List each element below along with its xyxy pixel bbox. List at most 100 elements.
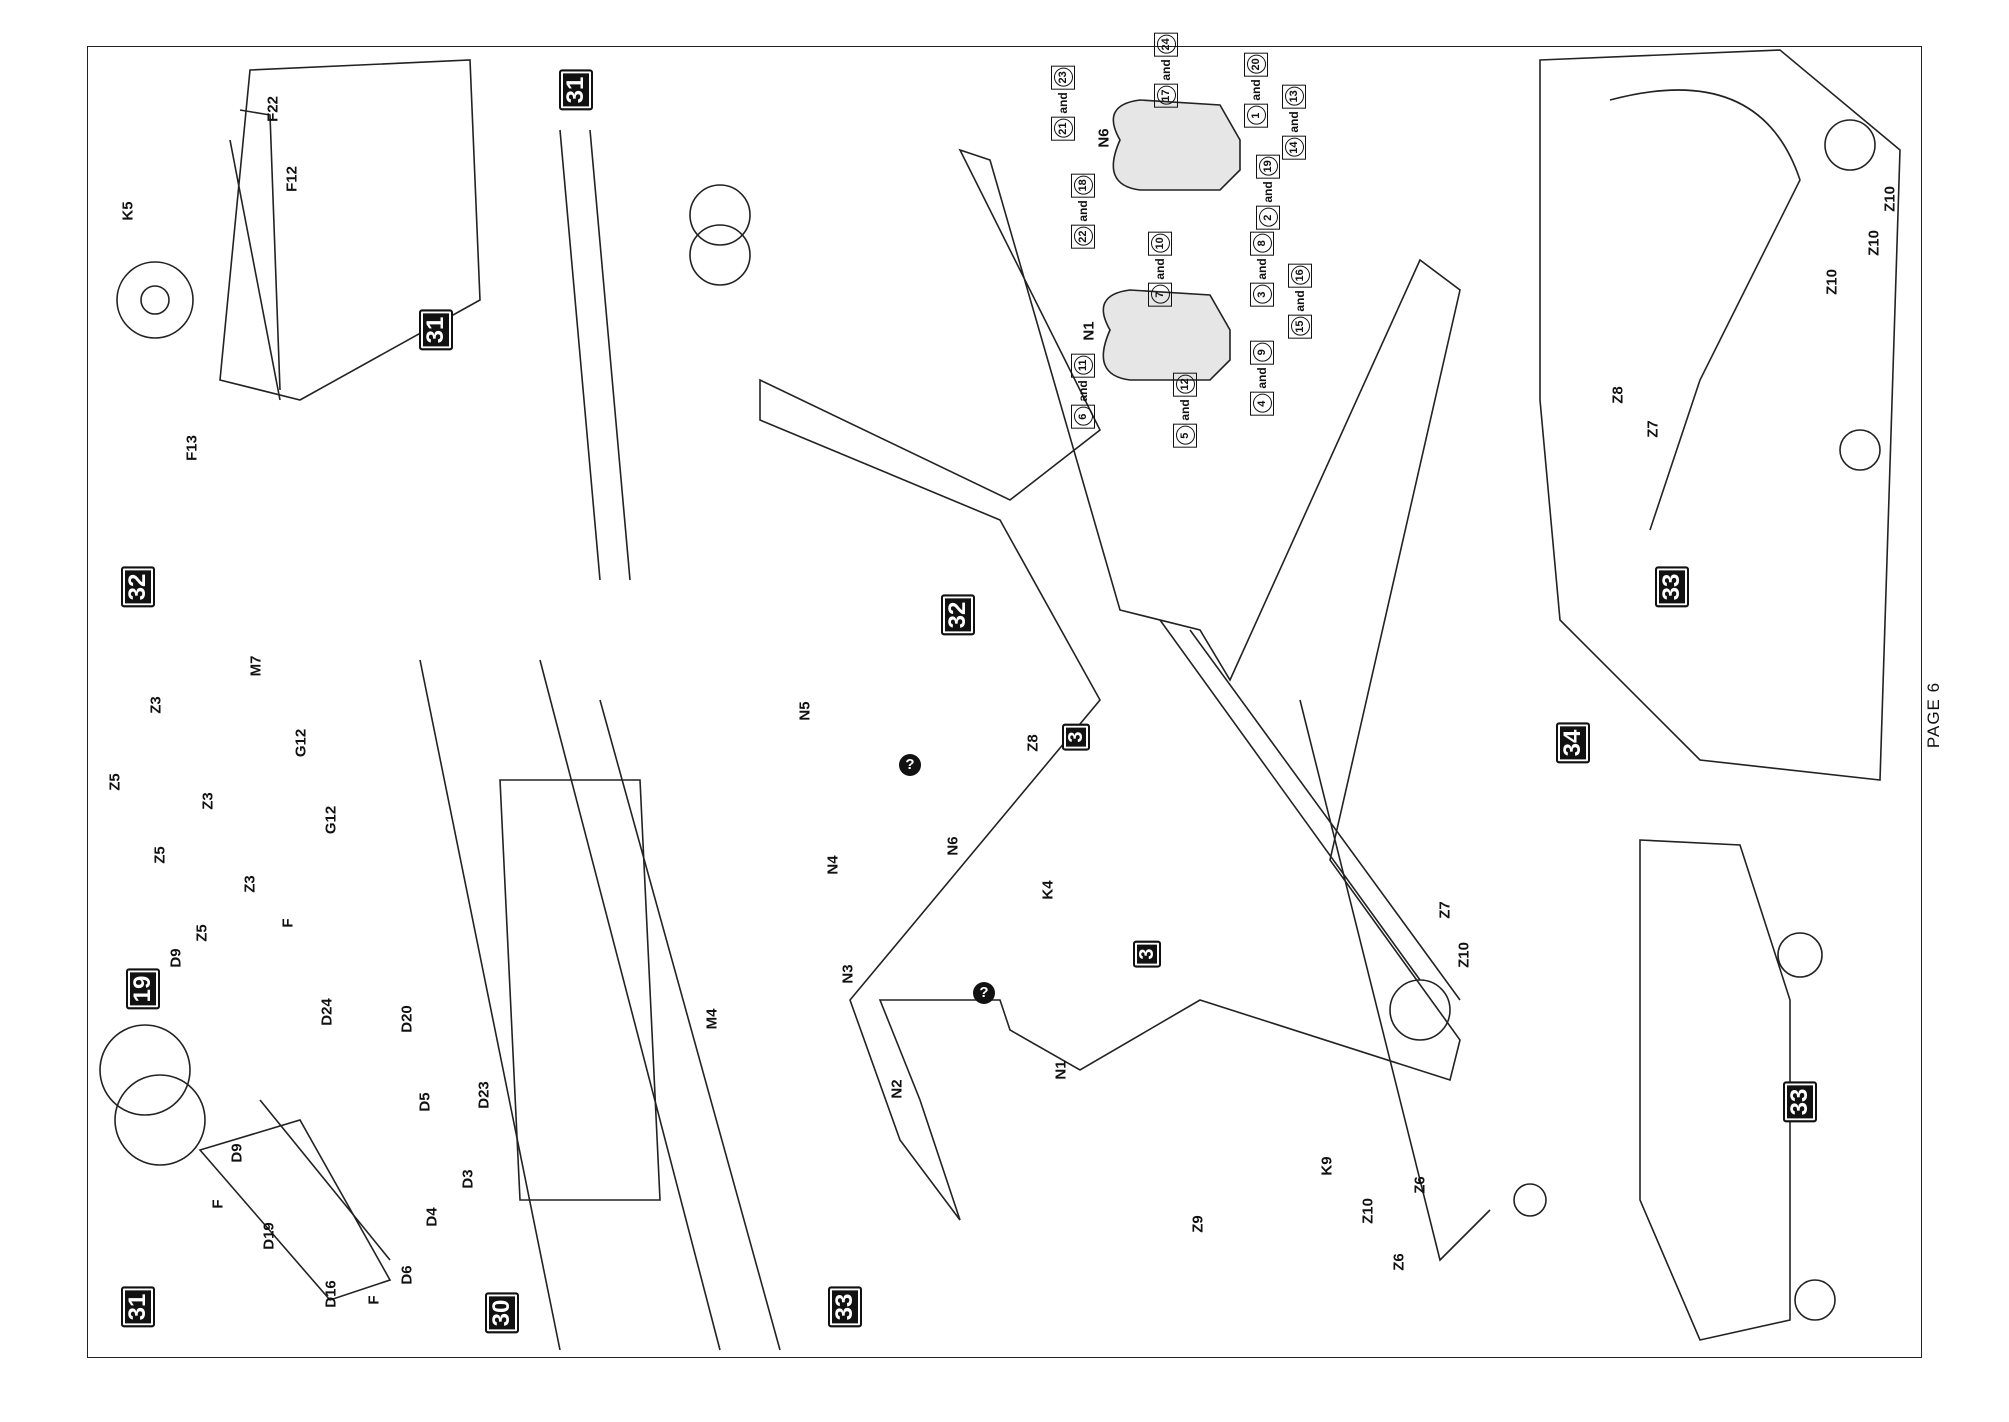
part-label: Z6 <box>1411 1176 1429 1194</box>
and-text: and <box>1152 258 1167 280</box>
step-number-badge: 19 <box>126 968 160 1010</box>
part-label: Z10 <box>1823 268 1841 295</box>
step-number-badge: 3 <box>1133 940 1161 968</box>
and-text: and <box>1255 258 1270 280</box>
and-text: and <box>1158 59 1173 82</box>
part-label: Z10 <box>1455 941 1473 968</box>
part-label: D9 <box>228 1143 246 1163</box>
part-label: M4 <box>703 1008 721 1030</box>
step-number-badge: 33 <box>1655 566 1689 608</box>
mask-number: 5 <box>1175 426 1195 446</box>
gear-bay-drawing <box>99 659 781 1351</box>
part-label: Z3 <box>147 695 165 714</box>
and-text: and <box>1075 380 1090 402</box>
mask-number: 24 <box>1156 35 1176 55</box>
part-label: G12 <box>292 728 310 758</box>
part-label: F13 <box>183 435 201 462</box>
option-marker-icon: ? <box>973 982 995 1004</box>
step-number-badge: 31 <box>419 309 453 351</box>
mask-number-box: 5 <box>1173 423 1198 448</box>
mask-number-box: 8 <box>1250 231 1275 256</box>
part-label: Z10 <box>1881 185 1899 212</box>
decal-mask-callout: 1 and 20 <box>1243 52 1268 128</box>
and-text: and <box>1287 111 1302 133</box>
mask-number-box: 22 <box>1070 225 1095 250</box>
part-label: Z3 <box>199 792 217 810</box>
step-number-badge: 32 <box>121 566 155 608</box>
mask-number-box: 20 <box>1243 52 1268 77</box>
decal-mask-callout: 22 and 18 <box>1070 173 1095 250</box>
part-label: D19 <box>260 1222 278 1251</box>
mask-number: 18 <box>1073 176 1093 196</box>
mask-number-box: 24 <box>1153 32 1178 57</box>
canopy-diagrams <box>1102 99 1241 381</box>
mask-number: 11 <box>1073 355 1093 375</box>
and-text: and <box>1248 79 1263 101</box>
part-label: Z8 <box>1609 385 1627 404</box>
mask-number: 14 <box>1284 137 1304 157</box>
part-label: D23 <box>475 1081 493 1110</box>
part-label: D3 <box>459 1169 477 1189</box>
mask-number: 10 <box>1150 233 1170 253</box>
part-label: K9 <box>1318 1156 1336 1176</box>
part-label: Z7 <box>1644 420 1662 438</box>
part-label: N1 <box>1080 320 1098 341</box>
decal-mask-callout: 2 and 19 <box>1256 154 1281 230</box>
part-label: N2 <box>888 1079 906 1099</box>
part-label: N1 <box>1052 1060 1070 1080</box>
side-view-drawing <box>1639 839 1836 1341</box>
mask-number: 3 <box>1252 285 1272 305</box>
mask-number-box: 11 <box>1070 353 1095 378</box>
mask-number: 7 <box>1150 285 1170 305</box>
part-label: D5 <box>416 1092 434 1112</box>
part-label: F22 <box>264 95 282 122</box>
mask-number: 4 <box>1252 394 1272 414</box>
mask-number: 8 <box>1252 233 1272 253</box>
mask-number: 2 <box>1258 208 1278 228</box>
main-gear-detail-drawing <box>116 59 481 401</box>
mask-number-box: 7 <box>1147 282 1172 307</box>
aircraft-main-drawing <box>759 148 1547 1262</box>
step-number-badge: 34 <box>1556 722 1590 764</box>
mask-number: 23 <box>1053 67 1073 87</box>
part-label: F <box>279 917 297 928</box>
mask-number-box: 2 <box>1256 205 1281 230</box>
part-label: K5 <box>119 201 137 221</box>
decal-mask-callout: 3 and 8 <box>1250 231 1275 307</box>
part-label: D4 <box>423 1207 441 1227</box>
page-number: PAGE 6 <box>1924 681 1943 749</box>
part-label: Z5 <box>193 923 211 942</box>
mask-number: 19 <box>1258 157 1278 177</box>
part-label: K4 <box>1039 880 1057 901</box>
part-label: Z5 <box>106 772 124 791</box>
part-label: Z8 <box>1024 734 1042 752</box>
mask-number-box: 4 <box>1250 391 1275 416</box>
mask-number-box: 1 <box>1243 103 1268 128</box>
step-number-badge: 33 <box>1783 1081 1817 1123</box>
and-text: and <box>1255 367 1270 389</box>
and-text: and <box>1293 290 1308 312</box>
part-label: M7 <box>247 655 265 677</box>
step-number-badge: 31 <box>121 1286 155 1328</box>
mask-number-box: 14 <box>1282 135 1307 160</box>
and-text: and <box>1075 200 1090 223</box>
step-number-badge: 30 <box>485 1292 519 1334</box>
step-number-badge: 33 <box>828 1286 862 1328</box>
mask-number-box: 21 <box>1051 116 1076 141</box>
part-label: Z6 <box>1390 1253 1408 1271</box>
part-label: D6 <box>398 1265 416 1285</box>
mask-number-box: 10 <box>1147 231 1172 256</box>
part-label: D16 <box>322 1280 340 1308</box>
and-text: and <box>1261 181 1276 203</box>
mask-number-box: 19 <box>1256 154 1281 179</box>
mask-number-box: 23 <box>1051 64 1076 89</box>
mask-number-box: 15 <box>1288 314 1313 339</box>
part-label: N3 <box>839 964 857 984</box>
part-label: N4 <box>824 855 842 875</box>
